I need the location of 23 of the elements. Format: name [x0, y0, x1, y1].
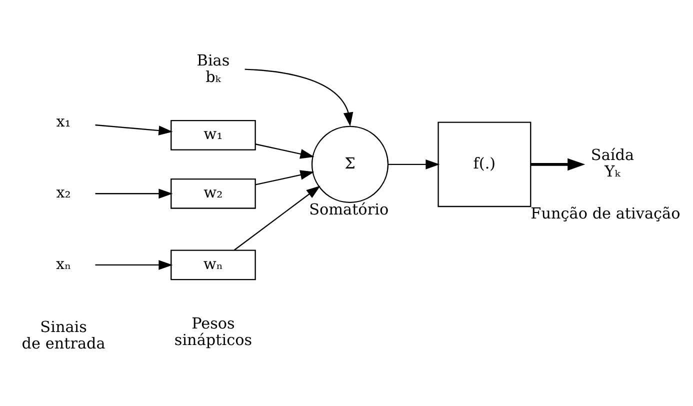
arrow	[244, 68, 354, 126]
node-box: wₙ	[170, 250, 256, 280]
node-box: f(.)	[438, 122, 532, 208]
arrow	[95, 124, 173, 136]
node-text: Bias bₖ	[196, 52, 230, 86]
node-text: Saída Yₖ	[590, 146, 634, 181]
arrow	[255, 170, 314, 186]
arrow	[255, 144, 314, 159]
node-text: xₙ	[56, 254, 72, 273]
node-box: w₂	[170, 178, 256, 209]
node-text: x₁	[56, 112, 71, 130]
arrow	[388, 160, 440, 170]
node-box: w₁	[170, 120, 256, 150]
node-label: Somatório	[309, 200, 389, 219]
arrow	[95, 188, 173, 199]
node-text: x₂	[56, 184, 71, 202]
node-circle: Σ	[311, 126, 389, 203]
label: Pesos sinápticos	[174, 314, 252, 349]
label: Sinais de entrada	[22, 318, 106, 352]
node-label: Função de ativação	[530, 204, 680, 223]
arrow	[95, 260, 173, 270]
arrow	[234, 186, 320, 251]
arrow	[530, 158, 586, 171]
